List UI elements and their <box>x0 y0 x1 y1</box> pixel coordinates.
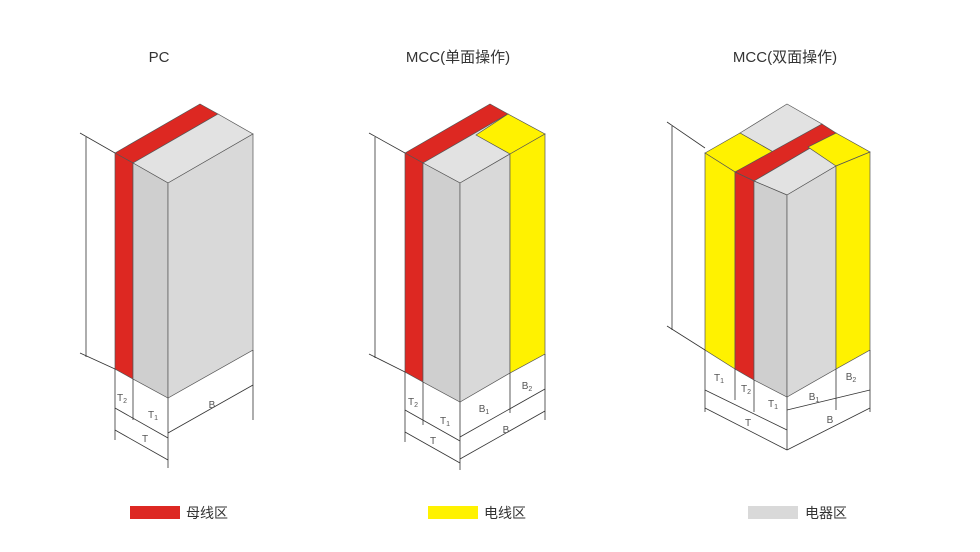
height-dimension <box>79 132 116 370</box>
equipment-zone-side <box>753 180 788 398</box>
depth-width-dimensions <box>114 350 254 468</box>
diagram-pc: PC T2 T1 T B <box>79 49 254 468</box>
diagram-title: PC <box>149 49 170 66</box>
dim-b-label: B <box>827 415 834 426</box>
busbar-zone-front <box>114 152 134 380</box>
dim-t-label: T <box>430 436 436 447</box>
dim-t1b-label: T1 <box>768 399 778 411</box>
dim-b1-label: B1 <box>809 392 820 404</box>
diagram-mcc-single: MCC(单面操作) T2 T1 B1 B2 T <box>368 49 546 470</box>
equipment-zone-front <box>459 153 511 403</box>
legend-label: 电线区 <box>484 505 526 521</box>
depth-width-dimensions <box>704 350 871 451</box>
dim-t1a-label: T1 <box>714 373 724 385</box>
cable-zone-left-front <box>704 152 736 370</box>
legend-item-busbar: 母线区 <box>130 505 228 521</box>
busbar-zone-front <box>734 171 755 381</box>
dim-b1-label: B1 <box>479 404 490 416</box>
legend-item-cable: 电线区 <box>428 505 526 521</box>
legend-label: 电器区 <box>805 505 847 521</box>
dim-b-label: B <box>209 400 216 411</box>
equipment-zone-front <box>786 165 837 398</box>
legend-swatch-equipment <box>748 506 798 519</box>
dim-t1-label: T1 <box>440 416 450 428</box>
cable-zone-right-front <box>835 151 871 370</box>
equipment-zone-side <box>132 162 169 399</box>
diagram-title: MCC(双面操作) <box>733 49 837 66</box>
legend: 母线区 电线区 电器区 <box>130 505 847 521</box>
diagram-title: MCC(单面操作) <box>406 49 510 66</box>
dim-t-label: T <box>142 434 148 445</box>
diagram-mcc-double: MCC(双面操作) <box>666 49 871 451</box>
legend-item-equipment: 电器区 <box>748 505 847 521</box>
legend-swatch-cable <box>428 506 478 519</box>
depth-width-dimensions <box>404 354 546 470</box>
equipment-zone-side <box>422 162 461 403</box>
legend-swatch-busbar <box>130 506 180 519</box>
dim-b2-label: B2 <box>522 381 533 393</box>
height-dimension <box>368 132 406 373</box>
dim-b2-label: B2 <box>846 372 857 384</box>
dim-t1-label: T1 <box>148 410 158 422</box>
height-dimension <box>666 121 706 351</box>
dim-t2-label: T2 <box>117 393 127 405</box>
dim-t2-label: T2 <box>741 384 751 396</box>
cable-zone-front <box>509 133 546 374</box>
dim-t-label: T <box>745 418 751 429</box>
dim-b-label: B <box>503 425 510 436</box>
busbar-zone-front <box>404 152 424 383</box>
dim-t2-label: T2 <box>408 397 418 409</box>
legend-label: 母线区 <box>186 505 228 521</box>
